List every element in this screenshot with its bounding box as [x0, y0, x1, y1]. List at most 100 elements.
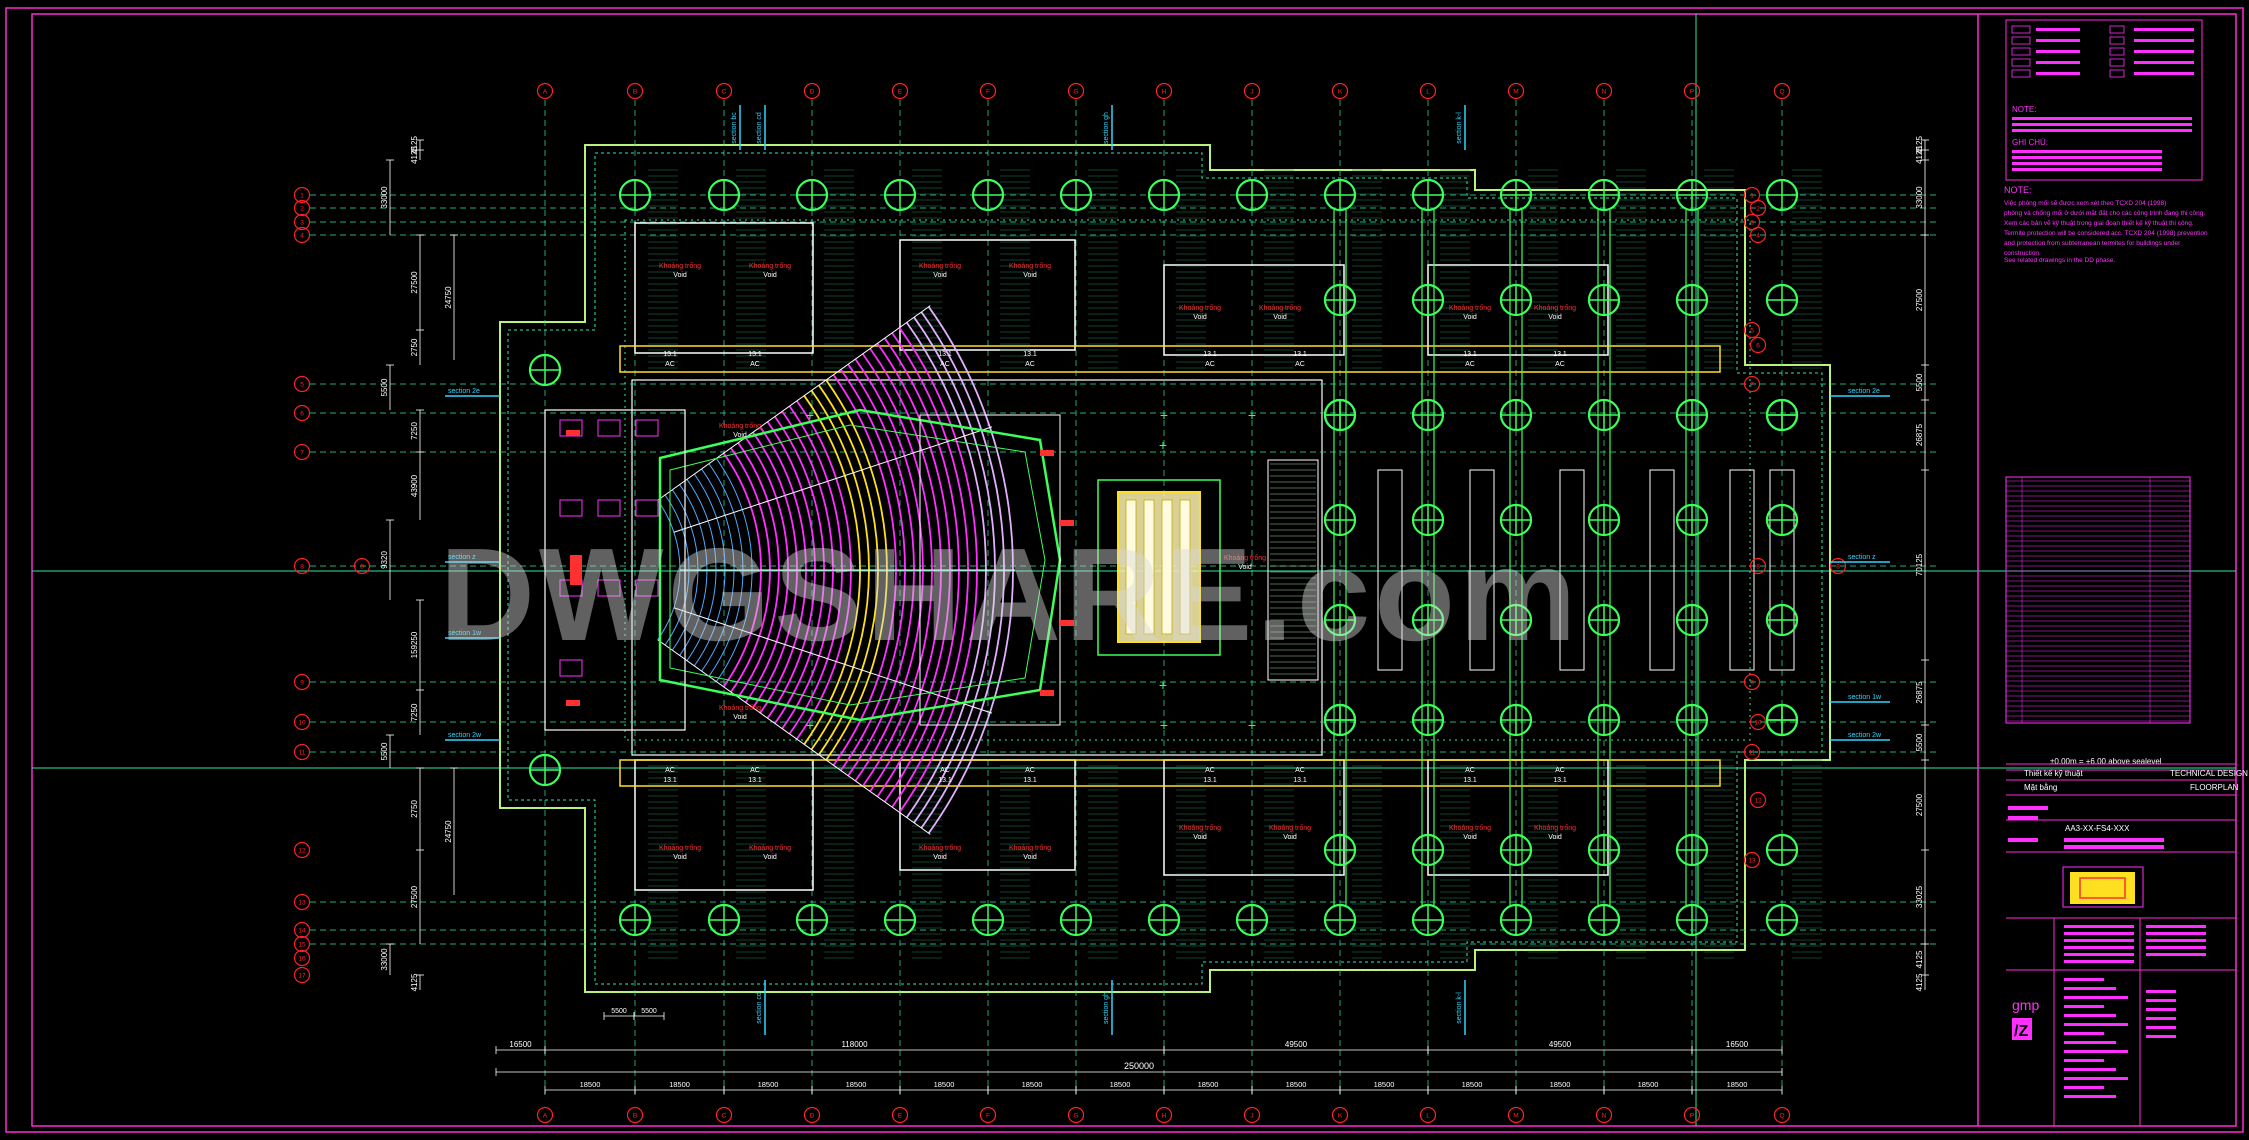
note-title: NOTE: — [2004, 185, 2032, 195]
void-label-en: Void — [1283, 834, 1297, 841]
dim-text: 18500 — [1110, 1080, 1131, 1089]
axis-bubble-top-label: D — [810, 89, 815, 96]
stage-frame — [1097, 479, 1221, 656]
legend-swatch — [2109, 36, 2125, 45]
axis-bubble-bottom-label: P — [1690, 1113, 1694, 1120]
legend-text-bar — [2134, 50, 2194, 53]
axis-bubble-left — [293, 921, 311, 939]
toilet-block — [635, 419, 659, 437]
ac-label: AC — [1025, 767, 1035, 774]
info-bar — [2064, 1050, 2128, 1053]
axis-bubble-right — [1743, 186, 1761, 204]
section-label: section k-l — [1456, 112, 1463, 144]
dim-text: 18500 — [1727, 1080, 1748, 1089]
plus-marker: + — [1160, 407, 1168, 423]
void-label-en: Void — [1023, 272, 1037, 279]
drawing-title-en: FLOORPLAN — [2190, 783, 2239, 792]
corridor-rect — [1769, 469, 1795, 671]
drawing-number: AA3-XX-FS4-XXX — [2065, 824, 2130, 833]
dim-text: 33000 — [380, 948, 389, 971]
axis-bubble-bottom — [1155, 1106, 1173, 1124]
axis-bubble-bottom-label: B — [633, 1113, 637, 1120]
dim-text: 26875 — [1915, 681, 1924, 704]
stage-en: TECHNICAL DESIGN — [2170, 769, 2248, 778]
axis-bubble-bottom — [891, 1106, 909, 1124]
void-label-vn: Khoảng trống — [1534, 823, 1576, 832]
axis-bubble-right — [1749, 199, 1767, 217]
dim-text: 18500 — [846, 1080, 867, 1089]
void-label-vn: Khoảng trống — [1224, 553, 1266, 562]
legend-swatch — [2109, 58, 2125, 67]
section-label: section 2w — [448, 732, 482, 739]
legend-note-label: NOTE: — [2012, 105, 2036, 114]
info-bar — [2064, 1095, 2116, 1098]
dim-text: 2750 — [410, 800, 419, 818]
sheet-frame — [5, 7, 2244, 1133]
axis-bubble-left-label: 13 — [298, 900, 306, 907]
toilet-block — [559, 659, 583, 677]
void-label-en: Void — [733, 432, 747, 439]
axis-bubble-bottom — [626, 1106, 644, 1124]
dim-text: 43900 — [410, 474, 419, 497]
section-label: section gh — [1103, 992, 1110, 1024]
axis-bubble-right-label: 12 — [1754, 798, 1762, 805]
void-label-vn: Khoảng trống — [659, 261, 701, 270]
room-blocks — [619, 169, 1822, 959]
dim-text: 18500 — [1022, 1080, 1043, 1089]
auditorium-wall-inner — [669, 424, 1046, 706]
void-label-en: Void — [1548, 834, 1562, 841]
axis-bubble-left-label: 4 — [300, 233, 304, 240]
aisle — [657, 639, 931, 835]
void-label-en: Void — [1548, 314, 1562, 321]
axis-bubble-right-label: 9 — [1750, 680, 1754, 687]
stage-hall-outline — [631, 379, 1323, 756]
stair-block — [1267, 459, 1319, 681]
gmp-logo-glyph: /Z — [2014, 1023, 2028, 1040]
legend-text-bar — [2134, 28, 2194, 31]
axis-bubble-left-label: 10 — [298, 720, 306, 727]
axis-bubble-left-label: 14 — [298, 928, 306, 935]
axis-bubble-top — [536, 82, 554, 100]
revision-table-frame — [2005, 476, 2191, 724]
section-label: section 1w — [1848, 694, 1882, 701]
dim-text: 7250 — [410, 703, 419, 721]
axis-bubble-top — [1155, 82, 1173, 100]
info-bar — [2146, 939, 2206, 942]
section-label: section gh — [1103, 112, 1110, 144]
stage-vn: Thiết kế kỹ thuật — [2024, 769, 2083, 778]
info-bar — [2146, 990, 2176, 993]
info-bar — [2064, 960, 2134, 963]
void-label-vn: Khoảng trống — [1269, 823, 1311, 832]
axis-bubble-left — [293, 226, 311, 244]
info-bar — [2064, 1068, 2116, 1071]
axis-bubble-top-label: L — [1426, 89, 1430, 96]
axis-bubble-top-label: Q — [1779, 89, 1784, 96]
dim-text: 7250 — [410, 422, 419, 440]
plus-marker: + — [1248, 407, 1256, 423]
axis-bubble-top-label: E — [898, 89, 903, 96]
axis-bubble-left-label: 2 — [300, 206, 304, 213]
red-accent — [566, 430, 580, 436]
legend-note-bar — [2012, 123, 2192, 126]
dim-text: 9320 — [380, 551, 389, 569]
axis-bubble-right — [1743, 743, 1761, 761]
ac-label: AC — [750, 767, 760, 774]
void-label-vn: Khoảng trống — [719, 421, 761, 430]
axis-bubble-left — [293, 673, 311, 691]
axis-bubble-left — [293, 375, 311, 393]
axis-bubble-top-label: A — [543, 89, 548, 96]
ac-label: AC — [1295, 361, 1305, 368]
void-label-en: Void — [1273, 314, 1287, 321]
ac-label: AC — [665, 767, 675, 774]
axis-bubble-top-label: F — [986, 89, 990, 96]
red-accent — [1060, 620, 1074, 626]
info-bar — [2064, 1014, 2116, 1017]
info-bar — [2146, 932, 2206, 935]
axis-bubble-left-label: 9 — [300, 680, 304, 687]
void-label-vn: Khoảng trống — [1009, 261, 1051, 270]
axis-bubble-left-label: 8 — [360, 564, 364, 571]
dim-text: 27500 — [1915, 288, 1924, 311]
axis-bubble-left-label: 11 — [299, 750, 306, 757]
